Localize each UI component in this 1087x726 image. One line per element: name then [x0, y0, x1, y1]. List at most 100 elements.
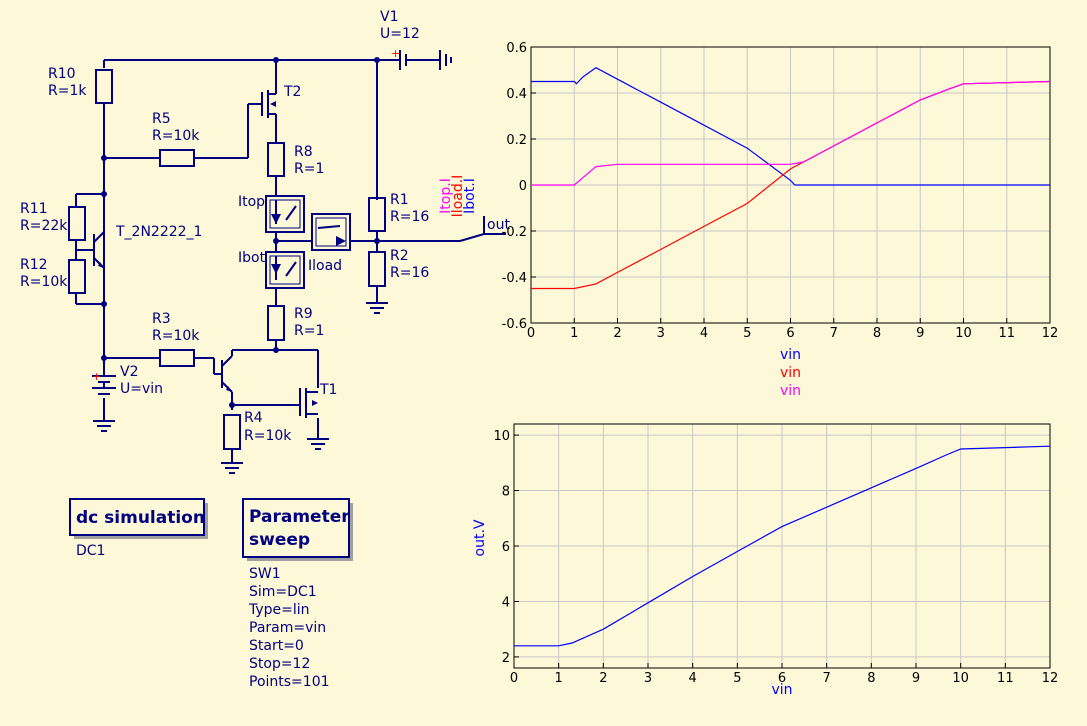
x-tick-label: 11	[997, 671, 1014, 686]
x-axis-label: vin	[780, 365, 801, 381]
y-tick-label: 0	[519, 179, 527, 194]
out-node-label-box[interactable]	[483, 216, 506, 235]
x-tick-label: 6	[786, 326, 794, 341]
y-tick-label: 6	[502, 540, 510, 555]
v2-source[interactable]: +	[92, 370, 116, 395]
r10-label: R10	[48, 66, 76, 82]
x-tick-label: 4	[700, 326, 708, 341]
x-tick-label: 8	[873, 326, 881, 341]
x-tick-label: 3	[644, 671, 652, 686]
r9-resistor[interactable]	[267, 305, 285, 341]
r5-value: R=10k	[152, 128, 200, 144]
ground-icon	[366, 302, 388, 314]
r5-resistor[interactable]	[159, 149, 195, 167]
svg-text:+: +	[391, 47, 400, 60]
y-tick-label: 0.6	[506, 41, 527, 56]
r2-resistor[interactable]	[368, 251, 386, 287]
r1-label: R1	[390, 192, 409, 208]
t-2n2222-1-transistor[interactable]	[76, 231, 105, 269]
t-2n2222-1-label: T_2N2222_1	[115, 224, 202, 240]
r10-value: R=1k	[48, 83, 87, 99]
r4-value: R=10k	[244, 428, 292, 444]
r10-resistor[interactable]	[95, 69, 113, 104]
r12-label: R12	[20, 257, 48, 273]
iload-ammeter[interactable]	[311, 213, 351, 251]
r4-resistor[interactable]	[223, 414, 241, 450]
parameter-sweep-block[interactable]	[242, 498, 353, 561]
r1-resistor[interactable]	[368, 197, 386, 232]
out-label: out	[487, 217, 510, 233]
x-tick-label: 9	[912, 671, 920, 686]
y-tick-label: 0.2	[506, 133, 527, 148]
t2-mosfet[interactable]	[261, 88, 277, 120]
series-line-out-v	[514, 445, 1051, 647]
x-axis-label: vin	[780, 383, 801, 399]
ground-icon	[93, 420, 115, 432]
sweep-param: SW1	[249, 566, 281, 582]
x-tick-label: 12	[1042, 671, 1059, 686]
x-tick-label: 0	[510, 671, 518, 686]
sweep-title-line2: sweep	[249, 530, 310, 550]
y-tick-label: 4	[502, 595, 510, 610]
r2-value: R=16	[390, 265, 429, 281]
iload-label: Iload	[308, 258, 342, 274]
r11-resistor[interactable]	[68, 206, 86, 241]
r3-resistor[interactable]	[159, 349, 195, 367]
x-tick-label: 10	[952, 671, 969, 686]
r2-label: R2	[390, 248, 409, 264]
ibot-ammeter[interactable]	[265, 251, 305, 289]
y-axis-label: out.V	[472, 519, 488, 556]
r9-value: R=1	[294, 323, 324, 339]
v2-value: U=vin	[120, 381, 163, 397]
t2-label: T2	[283, 84, 301, 100]
sweep-param: Start=0	[249, 638, 304, 654]
bjt-driver-transistor[interactable]	[214, 350, 233, 393]
y-tick-label: 8	[502, 485, 510, 500]
x-tick-label: 7	[830, 326, 838, 341]
series-line-itop-i	[531, 80, 1051, 186]
x-tick-label: 0	[527, 326, 535, 341]
y-tick-label: -0.6	[502, 317, 527, 332]
x-tick-label: 5	[743, 326, 751, 341]
sweep-param: Param=vin	[249, 620, 326, 636]
r12-value: R=10k	[20, 274, 68, 290]
y-tick-label: 0.4	[506, 87, 527, 102]
r8-value: R=1	[294, 161, 324, 177]
y-axis-label: Itop.I	[438, 178, 454, 214]
svg-text:+: +	[92, 370, 101, 383]
x-tick-label: 1	[570, 326, 578, 341]
series-line-ibot-i	[531, 66, 1050, 186]
x-tick-label: 4	[689, 671, 697, 686]
itop-ammeter[interactable]	[265, 195, 305, 233]
sweep-title-line1: Parameter	[249, 507, 350, 527]
x-tick-label: 11	[998, 326, 1015, 341]
x-tick-label: 7	[823, 671, 831, 686]
x-tick-label: 9	[916, 326, 924, 341]
x-tick-label: 8	[867, 671, 875, 686]
r8-resistor[interactable]	[267, 142, 285, 177]
r3-label: R3	[152, 311, 171, 327]
x-axis-label: vin	[771, 682, 792, 698]
y-tick-label: -0.4	[502, 271, 527, 286]
ground-icon	[307, 438, 329, 450]
t1-mosfet[interactable]	[299, 388, 318, 418]
x-tick-label: 2	[599, 671, 607, 686]
plot-frame	[513, 423, 1051, 669]
sweep-param: Type=lin	[248, 602, 310, 618]
v1-battery[interactable]: +	[391, 47, 452, 70]
x-tick-label: 10	[955, 326, 972, 341]
dc-simulation-name: DC1	[76, 543, 105, 559]
r5-label: R5	[152, 111, 171, 127]
sweep-params: SW1 Sim=DC1 Type=lin Param=vin Start=0 S…	[248, 566, 330, 690]
y-tick-label: -0.2	[502, 225, 527, 240]
x-tick-label: 5	[733, 671, 741, 686]
y-tick-label: 10	[493, 429, 510, 444]
r11-label: R11	[20, 201, 48, 217]
dc-simulation-block[interactable]	[69, 498, 208, 539]
dc-simulation-title: dc simulation	[76, 508, 205, 528]
r12-resistor[interactable]	[68, 259, 86, 294]
r11-value: R=22k	[20, 218, 68, 234]
r8-label: R8	[294, 144, 313, 160]
